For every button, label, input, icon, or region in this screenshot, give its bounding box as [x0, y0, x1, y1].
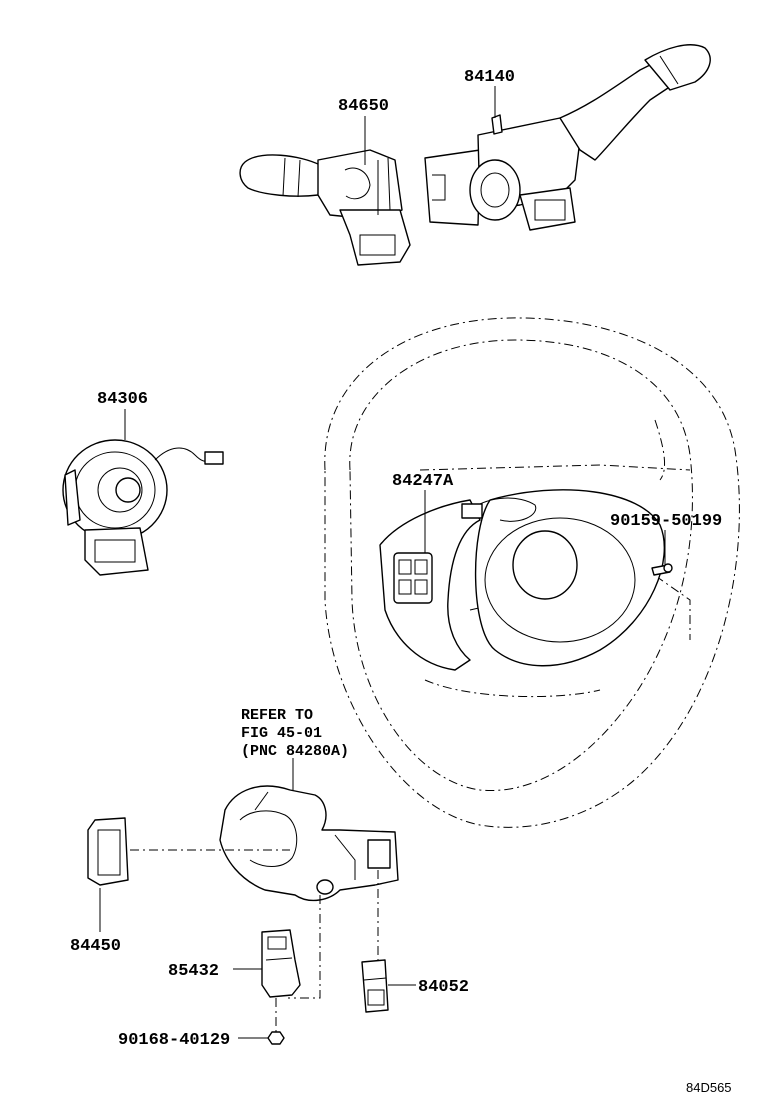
combination-switch-84650	[239, 149, 411, 266]
bolt-90168	[267, 1031, 285, 1045]
module-84450	[87, 817, 129, 886]
label-84450: 84450	[70, 937, 121, 956]
spiral-cable-84306	[62, 439, 224, 576]
label-90168-40129: 90168-40129	[118, 1031, 230, 1050]
steering-lock-housing	[219, 785, 399, 902]
label-84306: 84306	[97, 390, 148, 409]
screw-90159	[651, 563, 673, 576]
label-84247A: 84247A	[392, 472, 454, 491]
leader-lines	[99, 86, 666, 1039]
switch-84052	[361, 959, 389, 1013]
label-85432: 85432	[168, 962, 219, 981]
assembly-dash-lines	[130, 849, 379, 1032]
sensor-85432	[261, 929, 301, 998]
label-90159-50199: 90159-50199	[610, 512, 722, 531]
label-84650: 84650	[338, 97, 389, 116]
refer-note-line2: FIG 45-01	[241, 725, 322, 742]
refer-note-line1: REFER TO	[241, 707, 313, 724]
steering-pad-switch	[379, 489, 665, 671]
label-84140: 84140	[464, 68, 515, 87]
figure-code: 84D565	[686, 1080, 732, 1095]
refer-note-line3: (PNC 84280A)	[241, 743, 349, 760]
label-84052: 84052	[418, 978, 469, 997]
combination-switch-84140	[424, 44, 711, 231]
